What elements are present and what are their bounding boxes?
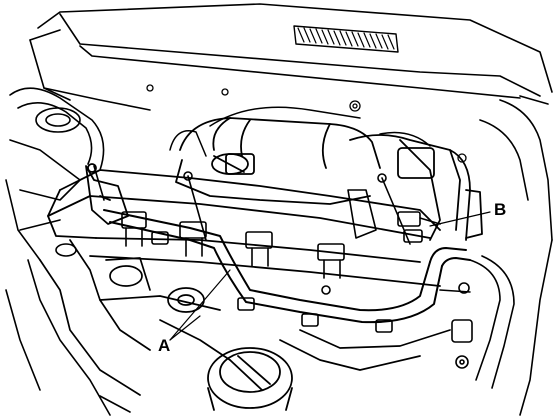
intake-plenum: [175, 117, 381, 205]
oil-filler-cap: [207, 347, 293, 411]
hood-cowl: [29, 3, 553, 111]
injector-row: [121, 211, 345, 279]
cowl-vent-slots: [293, 25, 399, 53]
right-strut-tower: [479, 95, 553, 416]
cowl-fasteners: [146, 84, 467, 163]
callout-label-b: B: [494, 200, 507, 219]
lower-engine: [39, 239, 451, 396]
cylinder-head-block: [47, 169, 441, 287]
harness-connector-right: [347, 189, 441, 243]
studs: [93, 165, 411, 295]
harness-bracket-pipe: [103, 209, 471, 324]
callout-label-a: A: [158, 336, 171, 355]
throttle-body: [349, 134, 483, 241]
vacuum-hose-top: [169, 106, 431, 157]
left-lower-frame: [5, 219, 131, 416]
pipe-clamps: [151, 231, 393, 333]
leader-lines: [169, 211, 491, 341]
right-lower-parts: [439, 255, 515, 389]
